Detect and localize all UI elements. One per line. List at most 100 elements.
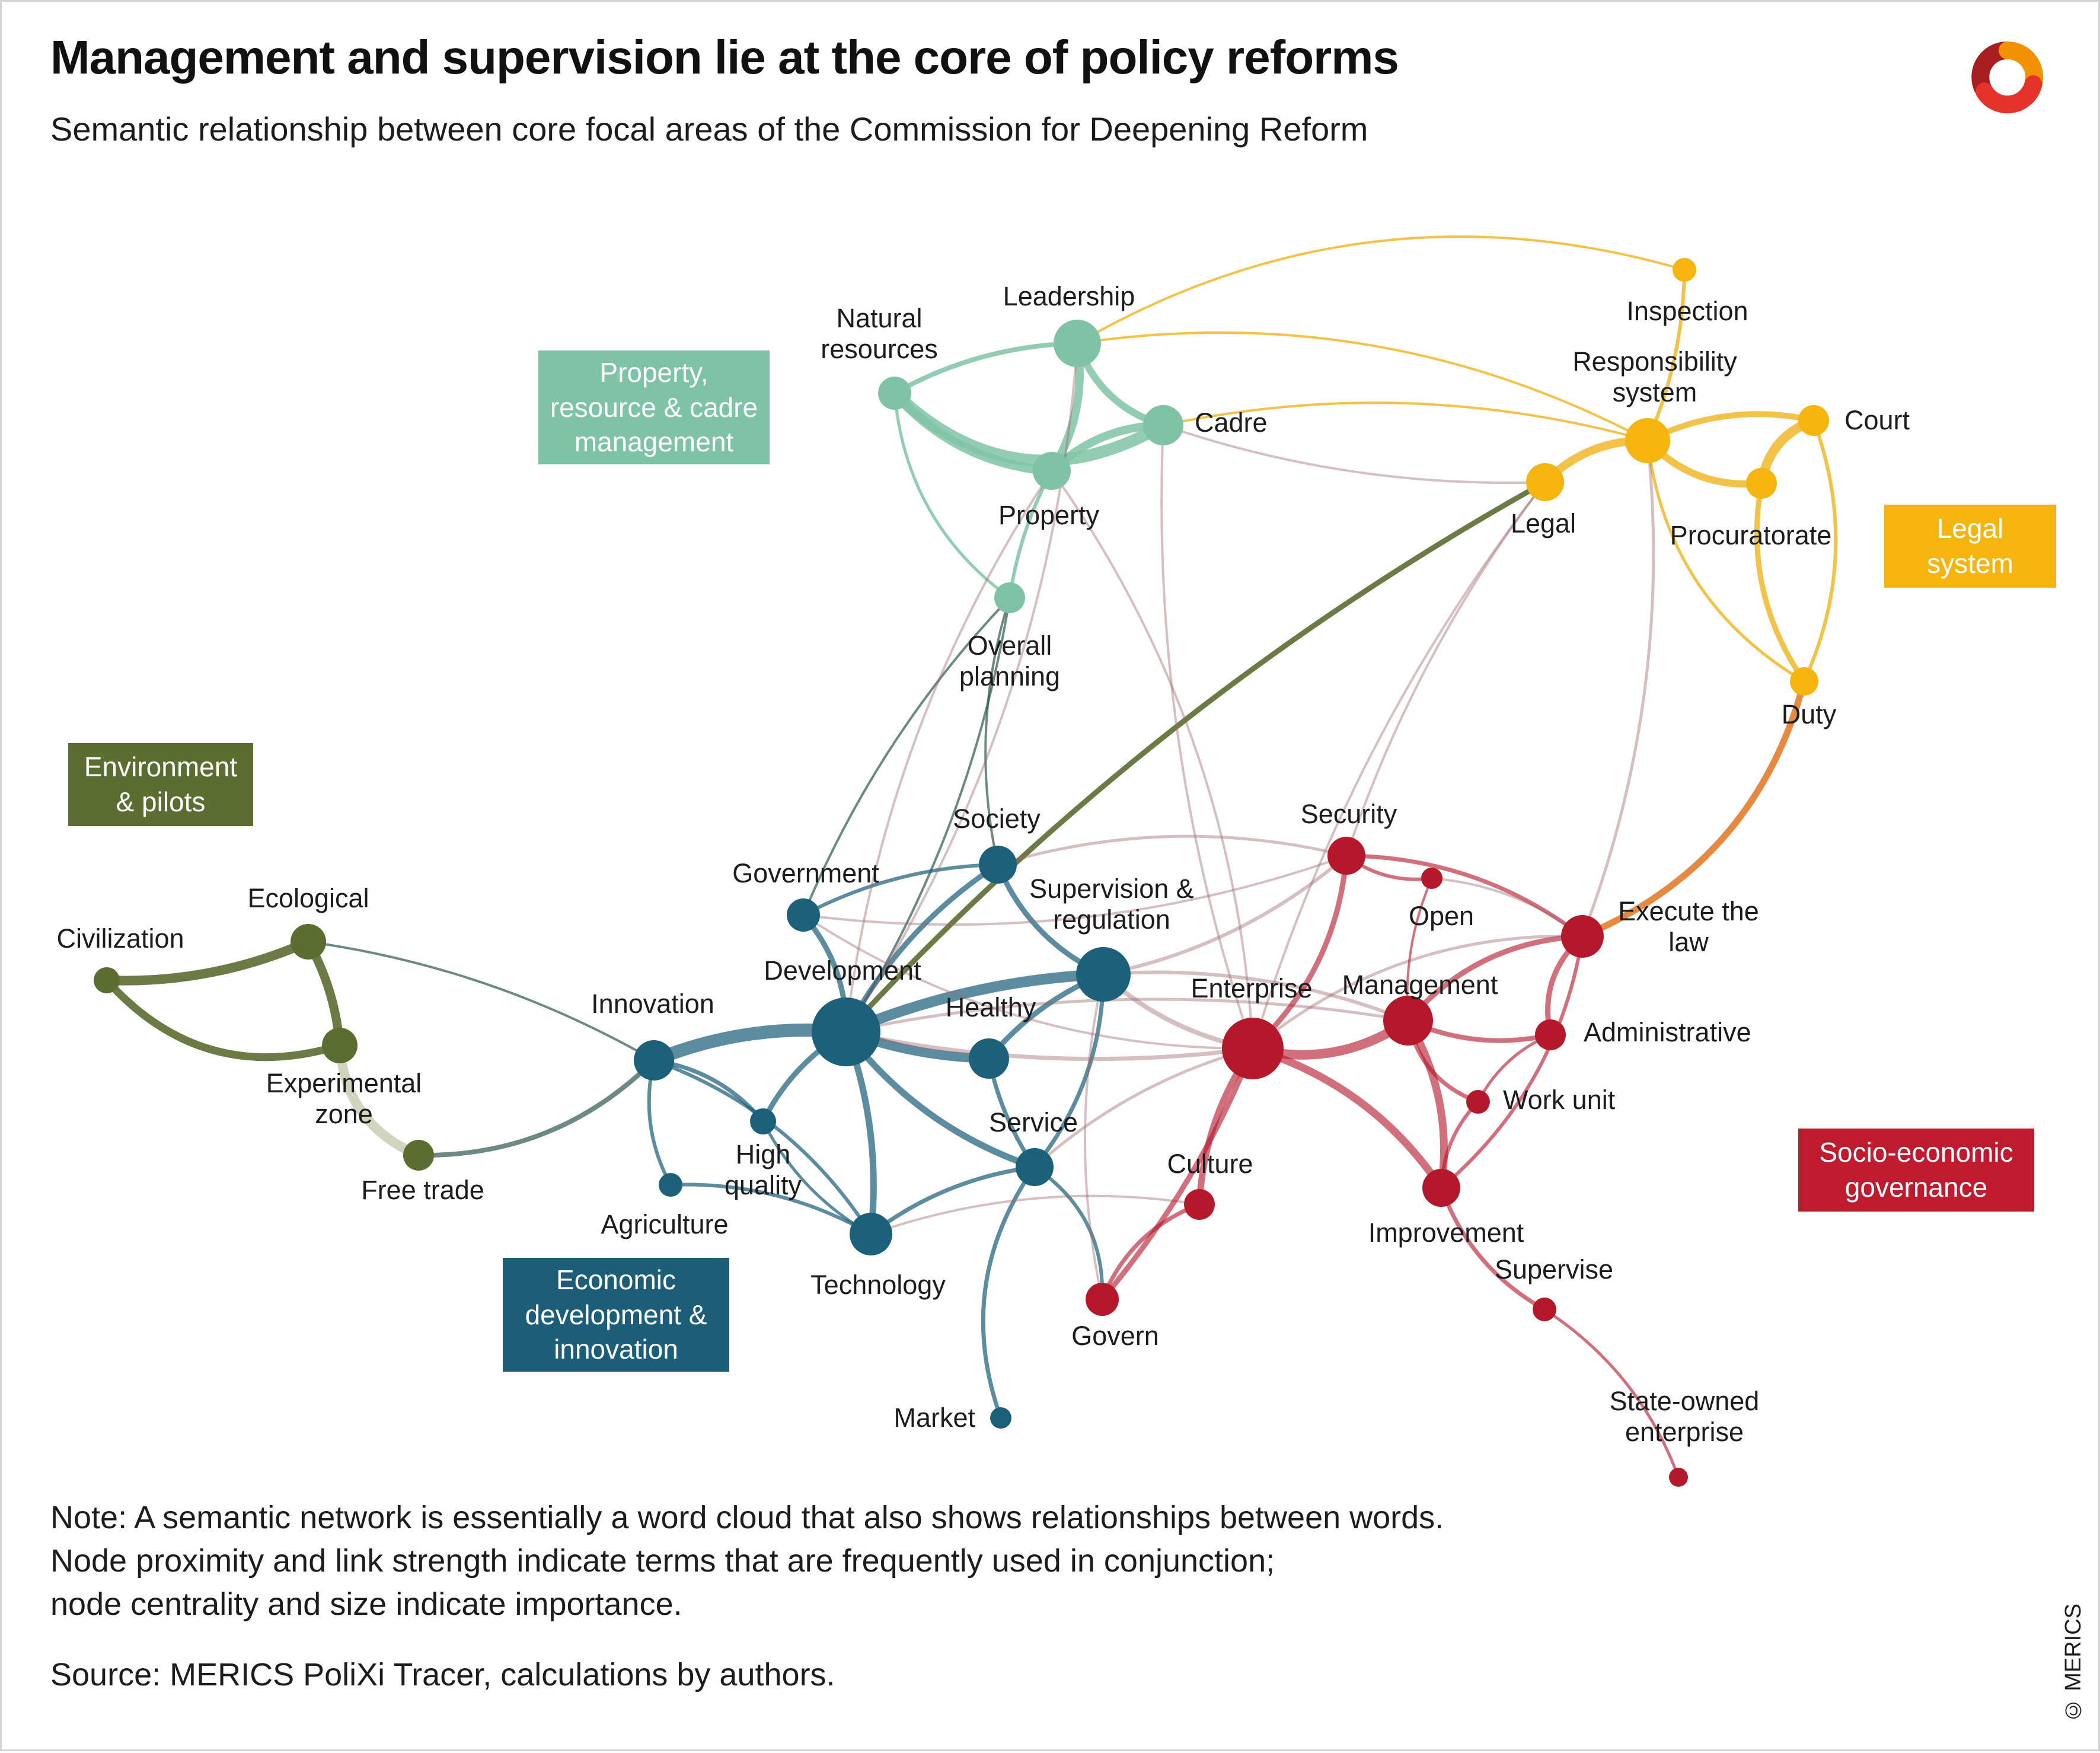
edge-culture-govern xyxy=(1100,1202,1202,1302)
edge-leadership-responsibility xyxy=(1076,331,1649,442)
edge-property-enterprise xyxy=(1051,470,1254,1050)
node-supervision xyxy=(1076,947,1131,1002)
note-text: Note: A semantic network is essentially … xyxy=(50,1500,1444,1622)
edge-procuratorate-duty xyxy=(1754,480,1807,684)
edge-enterprise-service xyxy=(1033,1047,1255,1169)
edge-improvement-supervise xyxy=(1439,1185,1547,1312)
edge-supervision-security xyxy=(1102,854,1348,976)
node-free_trade xyxy=(403,1140,434,1171)
node-culture xyxy=(1184,1189,1215,1220)
node-property xyxy=(1033,452,1071,490)
edge-management-execute xyxy=(1405,933,1585,1024)
edge-civilization-experimental_zone xyxy=(103,976,344,1062)
node-cadre xyxy=(1143,405,1183,445)
node-responsibility xyxy=(1625,418,1670,463)
node-improvement xyxy=(1422,1169,1460,1207)
node-civilization xyxy=(94,967,120,993)
node-govern xyxy=(1086,1283,1119,1316)
node-service xyxy=(1016,1148,1054,1186)
node-duty xyxy=(1790,667,1818,696)
node-legal xyxy=(1526,463,1564,501)
edge-service-govern xyxy=(1033,1165,1105,1301)
edge-property-development xyxy=(845,470,1053,1033)
edge-society-security xyxy=(996,834,1348,866)
node-security xyxy=(1327,837,1365,875)
edge-execute-improvement xyxy=(1440,935,1584,1190)
source-text: Source: MERICS PoliXi Tracer, calculatio… xyxy=(50,1657,835,1693)
edge-execute-enterprise xyxy=(1251,935,1584,1050)
node-experimental_zone xyxy=(322,1028,358,1063)
edge-technology-service xyxy=(869,1165,1037,1236)
edge-supervision-management xyxy=(1102,970,1410,1022)
node-open xyxy=(1421,868,1442,889)
edge-experimental_zone-free_trade xyxy=(335,1041,423,1160)
edge-responsibility-duty xyxy=(1646,439,1806,683)
edge-supervise-state_owned xyxy=(1543,1308,1680,1479)
node-market xyxy=(990,1407,1011,1429)
merics-logo-icon xyxy=(1971,41,2044,114)
copyright: © MERICS xyxy=(2061,1603,2086,1722)
node-work_unit xyxy=(1466,1090,1490,1114)
edge-cadre-legal xyxy=(1162,424,1546,485)
edge-overall_planning-development xyxy=(845,597,1011,1033)
edge-society-government xyxy=(802,863,1000,917)
node-management xyxy=(1383,996,1433,1046)
edge-high_quality-technology xyxy=(761,1120,873,1236)
node-natural_resources xyxy=(878,377,911,410)
node-procuratorate xyxy=(1746,468,1777,499)
edge-property-overall_planning xyxy=(1008,469,1054,600)
edge-legal-development xyxy=(843,479,1548,1035)
edge-free_trade-innovation xyxy=(416,1058,656,1158)
node-government xyxy=(787,898,820,932)
edge-legal-security xyxy=(1345,481,1546,857)
edge-development-management xyxy=(844,997,1410,1034)
edge-duty-execute xyxy=(1579,678,1808,940)
edge-legal-enterprise xyxy=(1252,481,1546,1050)
edge-culture-technology xyxy=(870,1194,1201,1235)
edge-natural_resources-overall_planning xyxy=(893,391,1011,600)
node-society xyxy=(979,846,1017,884)
edge-open-execute xyxy=(1431,877,1584,938)
edge-enterprise-improvement xyxy=(1249,1044,1445,1192)
node-administrative xyxy=(1535,1019,1566,1050)
edge-supervision-service xyxy=(1032,972,1106,1169)
edge-development-supervision xyxy=(841,969,1109,1037)
node-supervise xyxy=(1533,1298,1556,1321)
edge-security-government xyxy=(802,855,1348,926)
edge-innovation-technology xyxy=(652,1059,873,1236)
node-overall_planning xyxy=(994,582,1025,613)
node-innovation xyxy=(634,1040,674,1081)
edge-technology-agriculture xyxy=(669,1183,873,1236)
node-ecological xyxy=(291,924,326,960)
node-execute xyxy=(1561,915,1604,958)
node-leadership xyxy=(1054,320,1101,367)
node-state_owned xyxy=(1669,1468,1688,1487)
edge-overall_planning-society xyxy=(984,597,1011,866)
edge-responsibility-court xyxy=(1645,411,1817,444)
edge-service-market xyxy=(981,1165,1037,1420)
edge-court-duty xyxy=(1802,419,1838,683)
edge-government-enterprise xyxy=(802,914,1254,1050)
node-development xyxy=(812,997,880,1066)
page-subtitle: Semantic relationship between core focal… xyxy=(50,110,1368,148)
node-agriculture xyxy=(659,1173,682,1197)
node-court xyxy=(1798,405,1829,436)
edge-enterprise-security xyxy=(1250,853,1349,1051)
edge-civilization-ecological xyxy=(102,937,313,986)
edge-leadership-natural_resources xyxy=(892,341,1080,396)
page-title: Management and supervision lie at the co… xyxy=(50,31,1399,84)
edge-overall_planning-government xyxy=(802,597,1011,916)
edge-enterprise-govern xyxy=(1099,1046,1256,1302)
edge-cadre-responsibility xyxy=(1162,401,1649,442)
node-inspection xyxy=(1673,258,1696,282)
edge-cadre-enterprise xyxy=(1160,424,1254,1050)
edge-leadership-development xyxy=(845,342,1078,1033)
edge-responsibility-execute xyxy=(1581,439,1655,938)
edge-leadership-inspection xyxy=(1076,235,1686,345)
node-enterprise xyxy=(1222,1018,1284,1079)
edge-natural_resources-property xyxy=(890,388,1057,476)
node-high_quality xyxy=(750,1108,776,1134)
edge-development-enterprise xyxy=(844,1030,1255,1062)
edge-security-execute xyxy=(1344,853,1585,939)
